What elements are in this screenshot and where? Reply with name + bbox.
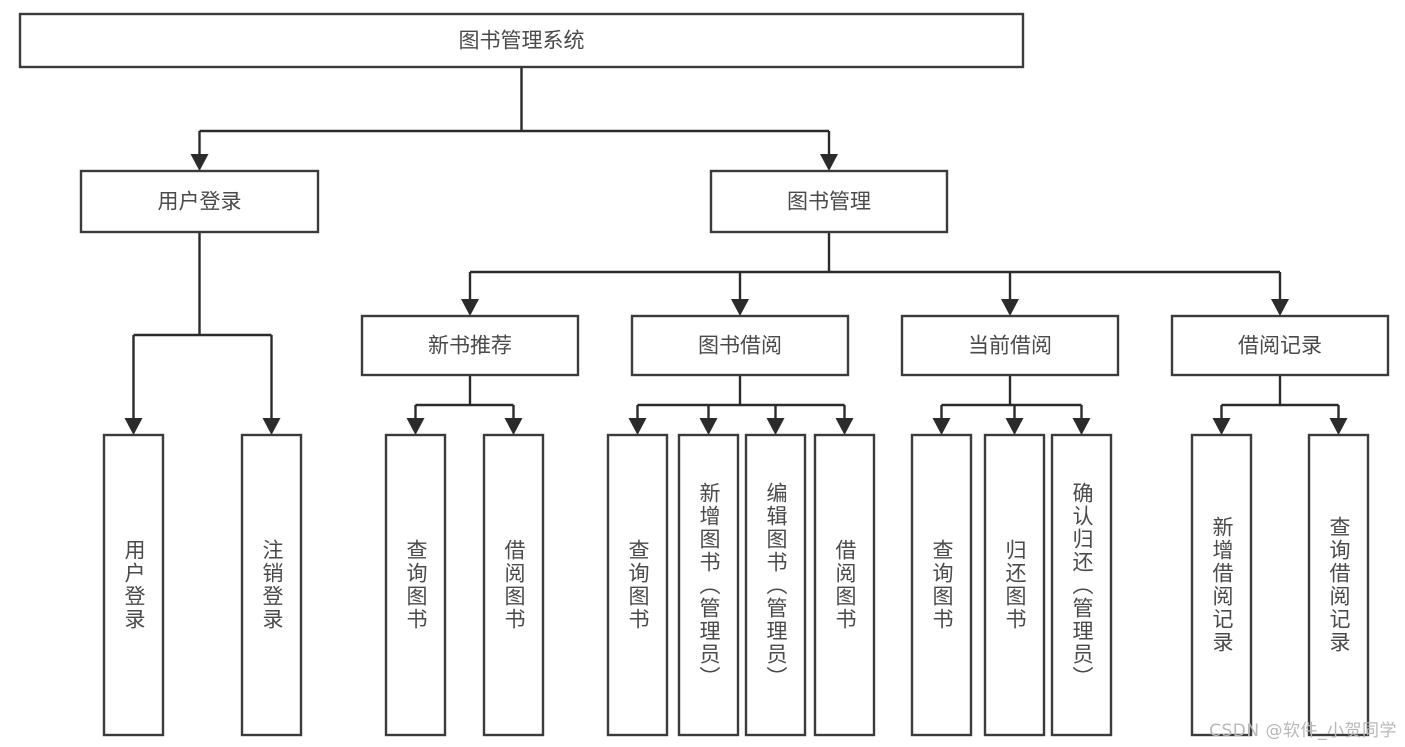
arrow-head-icon bbox=[1271, 299, 1289, 316]
node-box-leaf-leaf-add-borrow-record[interactable] bbox=[1190, 433, 1253, 737]
node-label-level3-current-borrow: 当前借阅 bbox=[968, 334, 1052, 358]
node-label-level2-user-login: 用户登录 bbox=[158, 190, 242, 214]
node-box-leaf-leaf-query-book-3[interactable] bbox=[910, 433, 973, 737]
node-label-leaf-leaf-query-borrow-record: 查询借阅记录 bbox=[1326, 516, 1351, 654]
node-label-level3-new-book-recommend: 新书推荐 bbox=[428, 334, 512, 358]
node-label-leaf-leaf-confirm-return-admin: 确认归还（管理员） bbox=[1069, 481, 1094, 689]
node-box-leaf-leaf-add-book-admin[interactable] bbox=[677, 433, 740, 737]
node-box-leaf-leaf-return-book[interactable] bbox=[983, 433, 1046, 737]
arrow-head-icon bbox=[1212, 418, 1231, 435]
node-box-leaf-leaf-borrow-book-2[interactable] bbox=[813, 433, 876, 737]
node-label-leaf-leaf-user-login: 用户登录 bbox=[121, 539, 146, 631]
node-box-layer bbox=[18, 12, 1390, 737]
node-label-leaf-leaf-return-book: 归还图书 bbox=[1002, 539, 1027, 631]
node-label-leaf-leaf-add-borrow-record: 新增借阅记录 bbox=[1209, 516, 1234, 654]
node-box-leaf-leaf-query-borrow-record[interactable] bbox=[1307, 433, 1370, 737]
node-box-leaf-leaf-user-login[interactable] bbox=[102, 433, 165, 737]
arrow-head-icon bbox=[504, 418, 523, 435]
node-box-level2-user-login[interactable] bbox=[79, 169, 320, 234]
node-label-level3-borrow-record: 借阅记录 bbox=[1238, 334, 1322, 358]
node-box-leaf-leaf-query-book-1[interactable] bbox=[384, 433, 447, 737]
node-box-root[interactable] bbox=[18, 12, 1025, 69]
arrow-head-icon bbox=[124, 418, 143, 435]
arrow-head-icon bbox=[190, 154, 209, 171]
watermark-text: CSDN @软件_小贺同学 bbox=[1209, 721, 1397, 741]
node-box-leaf-leaf-confirm-return-admin[interactable] bbox=[1050, 433, 1113, 737]
arrow-head-icon bbox=[835, 418, 854, 435]
node-box-leaf-leaf-edit-book-admin[interactable] bbox=[744, 433, 807, 737]
node-box-level3-current-borrow[interactable] bbox=[900, 314, 1120, 377]
node-label-level2-book-management: 图书管理 bbox=[787, 190, 871, 214]
node-label-level3-book-borrow: 图书借阅 bbox=[698, 334, 782, 358]
arrow-head-icon bbox=[262, 418, 281, 435]
node-label-leaf-leaf-add-book-admin: 新增图书（管理员） bbox=[696, 481, 721, 689]
node-label-leaf-leaf-query-book-1: 查询图书 bbox=[403, 539, 428, 631]
arrow-head-icon bbox=[699, 418, 718, 435]
node-label-leaf-leaf-query-book-3: 查询图书 bbox=[929, 539, 954, 631]
arrow-head-icon bbox=[820, 154, 838, 171]
node-label-leaf-leaf-borrow-book-2: 借阅图书 bbox=[832, 539, 857, 631]
node-box-leaf-leaf-borrow-book-1[interactable] bbox=[482, 433, 545, 737]
node-box-level3-new-book-recommend[interactable] bbox=[360, 314, 580, 377]
arrow-head-icon bbox=[461, 299, 479, 316]
arrow-head-icon bbox=[731, 299, 749, 316]
node-label-leaf-leaf-borrow-book-1: 借阅图书 bbox=[501, 539, 526, 631]
node-label-leaf-leaf-query-book-2: 查询图书 bbox=[625, 539, 650, 631]
arrow-head-icon bbox=[766, 418, 785, 435]
arrow-head-icon bbox=[1001, 299, 1019, 316]
node-box-level3-borrow-record[interactable] bbox=[1170, 314, 1390, 377]
arrow-head-icon bbox=[406, 418, 425, 435]
arrow-head-icon bbox=[628, 418, 647, 435]
node-box-level2-book-management[interactable] bbox=[709, 169, 949, 234]
node-box-leaf-leaf-query-book-2[interactable] bbox=[606, 433, 669, 737]
node-label-root: 图书管理系统 bbox=[459, 29, 585, 53]
arrow-head-icon bbox=[1072, 418, 1091, 435]
connector-layer bbox=[124, 67, 1348, 435]
node-label-leaf-leaf-logout: 注销登录 bbox=[259, 539, 284, 631]
node-box-leaf-leaf-logout[interactable] bbox=[240, 433, 303, 737]
node-box-level3-book-borrow[interactable] bbox=[630, 314, 850, 377]
node-label-leaf-leaf-edit-book-admin: 编辑图书（管理员） bbox=[763, 481, 788, 689]
arrow-head-icon bbox=[932, 418, 951, 435]
arrow-head-icon bbox=[1329, 418, 1348, 435]
arrow-head-icon bbox=[1005, 418, 1024, 435]
